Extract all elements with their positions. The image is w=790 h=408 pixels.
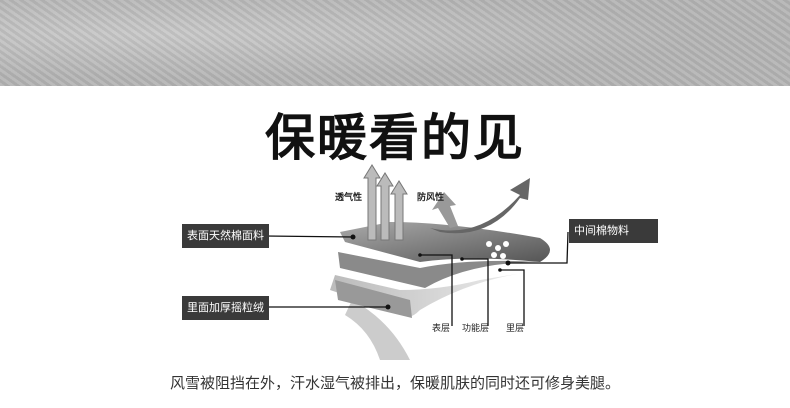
label-surface-layer: 表层 xyxy=(432,324,451,334)
middle-layer xyxy=(338,252,540,288)
label-breathable: 透气性 xyxy=(335,193,363,203)
wind-arrow xyxy=(430,178,530,234)
leg-texture xyxy=(345,300,410,360)
label-functional-layer: 功能层 xyxy=(462,324,490,334)
label-inner-fleece: 里面加厚摇粒绒 xyxy=(182,296,269,320)
caption: 风雪被阻挡在外，汗水湿气被排出，保暖肌肤的同时还可修身美腿。 xyxy=(169,374,620,392)
label-middle-cotton: 中间棉物料 xyxy=(569,219,658,243)
page-title: 保暖看的见 xyxy=(265,109,525,167)
label-windproof: 防风性 xyxy=(417,193,445,203)
fleece-layer xyxy=(335,280,412,318)
outer-layer xyxy=(340,222,550,262)
leader-lines xyxy=(264,231,569,326)
fabric-texture-banner xyxy=(0,0,790,86)
label-outer-fabric: 表面天然棉面料 xyxy=(182,224,269,248)
deflect-arrow xyxy=(432,192,458,228)
moisture-drops xyxy=(486,241,509,259)
label-inner-layer: 里层 xyxy=(506,324,525,334)
breathable-arrows xyxy=(363,164,408,241)
